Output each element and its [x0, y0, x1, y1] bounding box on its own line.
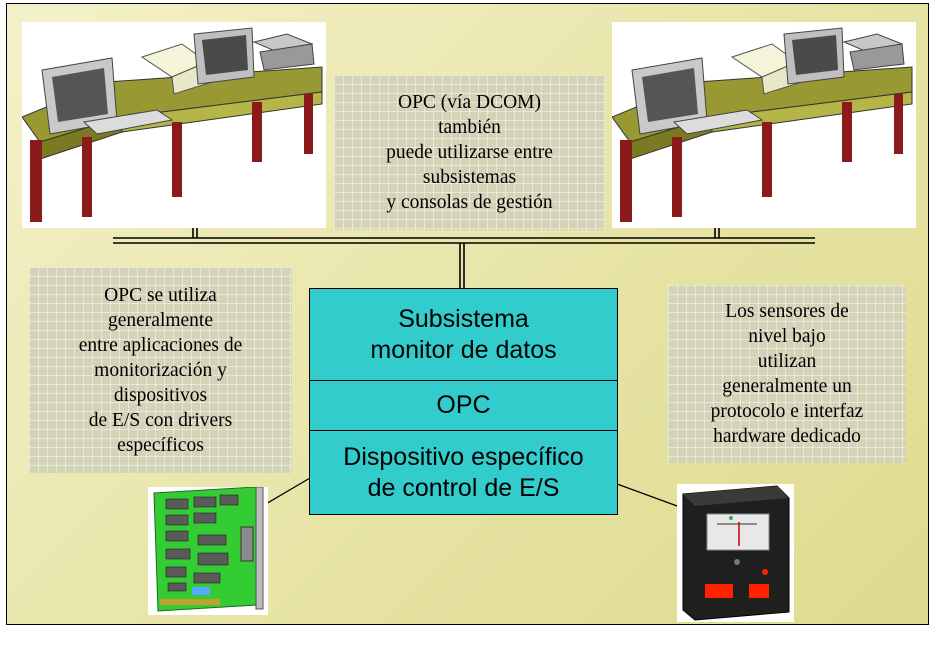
note-line: dispositivos: [113, 384, 208, 406]
layer-stack: Subsistema monitor de datos OPC Disposit…: [309, 288, 618, 515]
note-line: protocolo e interfaz: [710, 401, 864, 422]
layer-label: de control de E/S: [367, 473, 560, 502]
computer-workstation-icon: [612, 22, 916, 228]
layer-label: monitor de datos: [370, 335, 557, 364]
note-line: también: [438, 117, 501, 138]
note-line: Los sensores de: [725, 301, 849, 322]
layer-data-monitor: Subsistema monitor de datos: [310, 289, 617, 381]
layer-label: Subsistema: [398, 304, 529, 333]
note-line: OPC se utiliza: [104, 284, 217, 306]
note-line: nivel bajo: [748, 326, 826, 347]
computer-workstation-icon: [22, 22, 326, 228]
note-line: puede utilizarse entre: [386, 142, 553, 163]
note-line: subsistemas: [422, 167, 517, 188]
note-line: monitorización y: [94, 359, 227, 381]
note-opc-usage: OPC se utiliza generalmente entre aplica…: [29, 267, 292, 473]
note-line: y consolas de gestión: [386, 192, 553, 213]
panel-meter-icon: [677, 484, 794, 622]
note-line: OPC (vía DCOM): [397, 92, 541, 113]
note-line: generalmente: [107, 309, 214, 331]
note-line: específicos: [117, 434, 204, 456]
note-line: hardware dedicado: [713, 426, 861, 447]
note-line: generalmente un: [722, 376, 852, 397]
note-opc-dcom: OPC (vía DCOM) también puede utilizarse …: [334, 75, 605, 230]
note-line: entre aplicaciones de: [78, 334, 243, 356]
layer-io-device: Dispositivo específico de control de E/S: [310, 431, 617, 514]
layer-label: OPC: [436, 391, 491, 419]
note-low-level-sensors: Los sensores de nivel bajo utilizan gene…: [668, 285, 906, 463]
layer-opc: OPC: [310, 381, 617, 431]
layer-label: Dispositivo específico: [343, 442, 584, 471]
io-card-icon: [148, 487, 268, 615]
note-line: utilizan: [757, 351, 817, 372]
note-line: de E/S con drivers: [88, 409, 233, 431]
